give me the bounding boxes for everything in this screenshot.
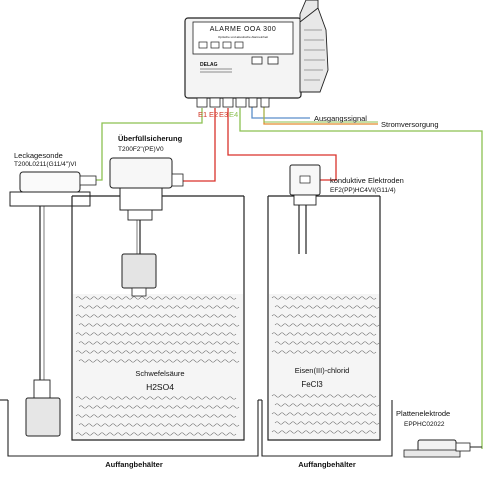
green-wire-leak-probe [96,108,203,181]
overfill-float [121,253,157,289]
alarm-indicator-2 [210,41,220,49]
left-tank-waves [75,296,240,436]
left-tank-wave-line [75,432,237,436]
red-wire-overfill [183,108,216,182]
alarm-horn-ridges [304,29,325,81]
right-basin-wall [261,400,393,457]
plate-connector [455,442,471,452]
right-tank-name: Eisen(III)-chlorid [295,366,350,375]
left-tank-wave-line [75,414,237,418]
terminal-e4: E4 [229,110,238,119]
left-basin-wall [7,400,259,457]
alarm-indicator-4 [234,41,244,49]
power-supply-wire-2 [263,106,378,123]
alarm-display-panel [192,21,294,55]
terminal-e2: E2 [209,110,218,119]
right-tank-wave-line [271,394,377,398]
alarm-brand: DELAG [200,62,218,68]
overfill-sensor: Überfüllsicherung T200F2"(PE)V0 [109,134,184,297]
conductive-electrodes: konduktive Elektroden EF2(PP)HC4VI(G11/4… [289,164,404,254]
cable-glands [196,97,270,108]
alarm-unit: ALARME OOA 300 Optische und akustische A… [184,0,329,119]
right-tank-wave-line [271,350,377,354]
leak-probe-connector [79,175,97,186]
left-tank-name: Schwefelsäure [135,369,184,378]
leak-probe-head [19,171,81,193]
conductive-base [293,194,317,206]
left-basin [0,399,262,457]
conductive-window [299,175,311,184]
left-tank-wave-line [78,341,240,345]
right-tank-formula: FeCl3 [301,380,323,389]
right-tank-wave-line [271,332,377,336]
alarm-subtitle: Optische und akustische Alarmeinheit [218,35,268,39]
leak-probe-title: Leckagesonde [14,151,63,160]
right-tank-waves [271,296,380,434]
conductive-title: konduktive Elektroden [330,176,404,185]
leak-probe: Leckagesonde T200L0211(G11/4")VI [9,151,97,437]
output-signal-wire [251,106,310,119]
right-tank-wave-line [274,403,380,407]
right-tank-wave-line [271,430,377,434]
overfill-gland [171,173,184,187]
left-tank-wave-line [78,405,240,409]
left-tank-wave-line [78,359,240,363]
terminal-e1: E1 [198,110,207,119]
overfill-flange [119,187,163,211]
alarm-title: ALARME OOA 300 [210,26,277,33]
left-tank-wave-line [78,305,240,309]
right-tank-wave-line [274,341,380,345]
overfill-head [109,157,173,189]
left-tank: Schwefelsäure H2SO4 [71,195,245,441]
overfill-float-tip [131,287,147,297]
right-tank: Eisen(III)-chlorid FeCl3 [267,195,381,441]
wiring [96,106,483,449]
leak-probe-mount [9,191,91,207]
leak-probe-float-collar [33,379,51,399]
right-tank-wave-line [271,314,377,318]
right-tank-outline [267,196,381,441]
alarm-indicator-1 [198,41,208,49]
plate-base [403,449,461,458]
plate-electrode: Plattenelektrode EPPHC02022 [396,409,482,458]
right-basin [261,400,393,457]
left-tank-formula: H2SO4 [146,382,174,392]
leak-probe-model: T200L0211(G11/4")VI [14,161,77,168]
overfill-collar [127,209,153,221]
left-tank-wave-line [75,350,237,354]
right-tank-wave-line [271,296,377,300]
alarm-horn [299,0,329,93]
terminal-e3: E3 [219,110,228,119]
left-tank-wave-line [75,314,237,318]
right-tank-wave-line [274,305,380,309]
plate-title: Plattenelektrode [396,409,450,418]
alarm-indicator-3 [222,41,232,49]
left-tank-wave-line [78,323,240,327]
alarm-button-right [267,56,279,65]
left-tank-outline [71,196,245,441]
alarm-button-left [251,56,263,65]
power-supply-label: Stromversorgung [381,120,439,129]
left-tank-wave-line [75,296,237,300]
left-tank-wave-line [78,423,240,427]
right-tank-wave-line [271,412,377,416]
left-tank-wave-line [75,332,237,336]
red-wire-conductive [227,108,337,181]
leak-probe-float [25,397,61,437]
plate-model: EPPHC02022 [404,421,445,428]
right-tank-wave-line [274,421,380,425]
overfill-model: T200F2"(PE)V0 [118,146,164,153]
right-tank-wave-line [274,323,380,327]
green-wire-plate [239,108,483,449]
overfill-title: Überfüllsicherung [118,134,183,143]
conductive-model: EF2(PP)HC4VI(G11/4) [330,187,396,194]
left-basin-label: Auffangbehälter [105,460,163,469]
left-tank-wave-line [75,396,237,400]
output-signal-label: Ausgangssignal [314,114,367,123]
right-basin-label: Auffangbehälter [298,460,356,469]
